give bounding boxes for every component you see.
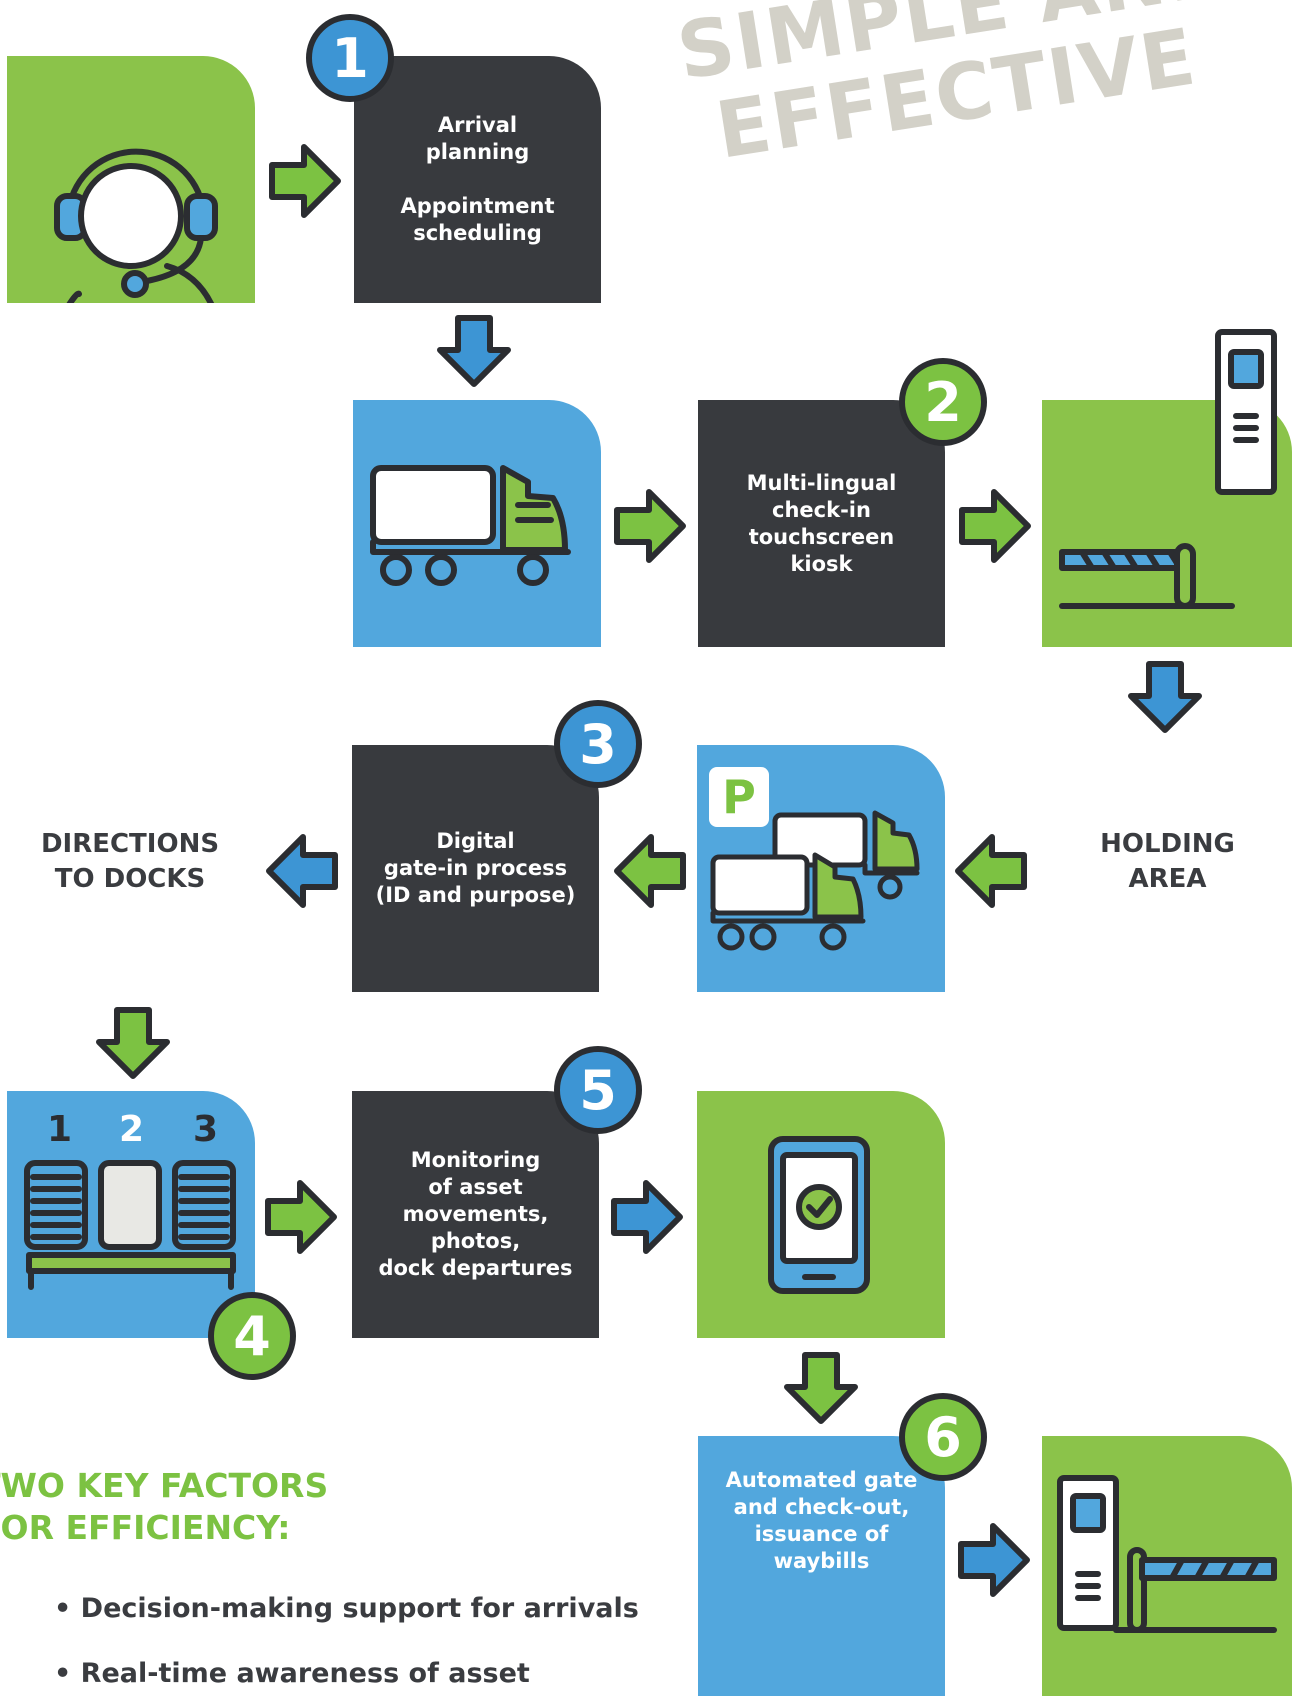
step-2-number: 2 bbox=[924, 370, 962, 434]
arrow-right-icon bbox=[269, 144, 341, 218]
step-1-tile: Arrival planning Appointment scheduling bbox=[354, 56, 601, 303]
docks-tile: 1 2 3 bbox=[7, 1091, 255, 1338]
arrow-down-icon bbox=[1128, 661, 1202, 733]
factor-item: • Real-time awareness of asset bbox=[54, 1658, 530, 1689]
factors-title-line2: FOR EFFICIENCY: bbox=[0, 1508, 291, 1547]
step-1-text: Arrival planning Appointment scheduling bbox=[400, 113, 555, 245]
holding-area-label: HOLDING AREA bbox=[1100, 829, 1235, 894]
factors-title-line1: TWO KEY FACTORS bbox=[0, 1466, 329, 1505]
headset-operator-icon bbox=[54, 148, 218, 303]
truck-tile bbox=[353, 400, 601, 647]
kiosk-icon bbox=[1215, 329, 1277, 495]
step-5-tile: Monitoring of asset movements, photos, d… bbox=[352, 1091, 599, 1338]
factor-item: • Decision-making support for arrivals bbox=[54, 1593, 639, 1624]
docks-icon bbox=[24, 1160, 236, 1290]
dock-number-2: 2 bbox=[119, 1109, 145, 1150]
step-4-badge: 4 bbox=[208, 1292, 296, 1380]
parking-sign: P bbox=[709, 767, 769, 827]
arrow-down-icon bbox=[784, 1352, 858, 1424]
arrow-left-icon bbox=[266, 834, 338, 908]
factors-title: TWO KEY FACTORS FOR EFFICIENCY: bbox=[0, 1465, 328, 1549]
dock-number-3: 3 bbox=[193, 1109, 219, 1150]
operator-tile bbox=[7, 56, 255, 303]
parking-letter: P bbox=[722, 770, 756, 824]
exit-barrier-tile bbox=[1042, 1436, 1292, 1696]
arrow-left-icon bbox=[955, 834, 1027, 908]
exit-barrier-icon bbox=[1057, 1475, 1277, 1633]
step-6-badge: 6 bbox=[899, 1393, 987, 1481]
step-6-number: 6 bbox=[924, 1405, 962, 1469]
step-5-text: Monitoring of asset movements, photos, d… bbox=[378, 1148, 573, 1280]
step-2-tile: Multi-lingual check-in touchscreen kiosk bbox=[698, 400, 945, 647]
arrow-down-icon bbox=[437, 315, 511, 387]
step-3-text: Digital gate-in process (ID and purpose) bbox=[375, 829, 576, 907]
step-3-badge: 3 bbox=[554, 700, 642, 788]
step-4-number: 4 bbox=[233, 1304, 271, 1368]
arrow-right-icon bbox=[265, 1180, 337, 1254]
step-2-text: Multi-lingual check-in touchscreen kiosk bbox=[746, 470, 897, 576]
arrow-right-icon bbox=[958, 1523, 1030, 1597]
dock-numbers: 1 2 3 bbox=[7, 1109, 255, 1151]
step-3-number: 3 bbox=[579, 712, 617, 776]
parking-trucks-icon bbox=[710, 810, 920, 951]
phone-tile bbox=[697, 1091, 945, 1338]
barrier-icon bbox=[1059, 543, 1235, 609]
arrow-right-icon bbox=[614, 489, 686, 563]
arrow-left-icon bbox=[614, 834, 686, 908]
dock-number-1: 1 bbox=[47, 1109, 73, 1150]
arrow-right-icon bbox=[959, 489, 1031, 563]
step-5-number: 5 bbox=[579, 1058, 617, 1122]
step-6-text: Automated gate and check-out, issuance o… bbox=[725, 1468, 918, 1573]
holding-area-tile: P bbox=[697, 745, 945, 992]
step-2-badge: 2 bbox=[899, 358, 987, 446]
arrow-right-icon bbox=[611, 1180, 683, 1254]
step-1-number: 1 bbox=[331, 26, 369, 90]
step-6-tile: Automated gate and check-out, issuance o… bbox=[698, 1436, 945, 1696]
step-1-badge: 1 bbox=[306, 14, 394, 102]
directions-to-docks-label: DIRECTIONS TO DOCKS bbox=[40, 829, 220, 894]
phone-check-icon bbox=[768, 1136, 870, 1294]
headline: SIMPLE AND EFFECTIVE bbox=[672, 0, 1252, 178]
truck-icon bbox=[370, 465, 571, 586]
step-5-badge: 5 bbox=[554, 1046, 642, 1134]
arrow-down-icon bbox=[96, 1007, 170, 1079]
step-3-tile: Digital gate-in process (ID and purpose) bbox=[352, 745, 599, 992]
